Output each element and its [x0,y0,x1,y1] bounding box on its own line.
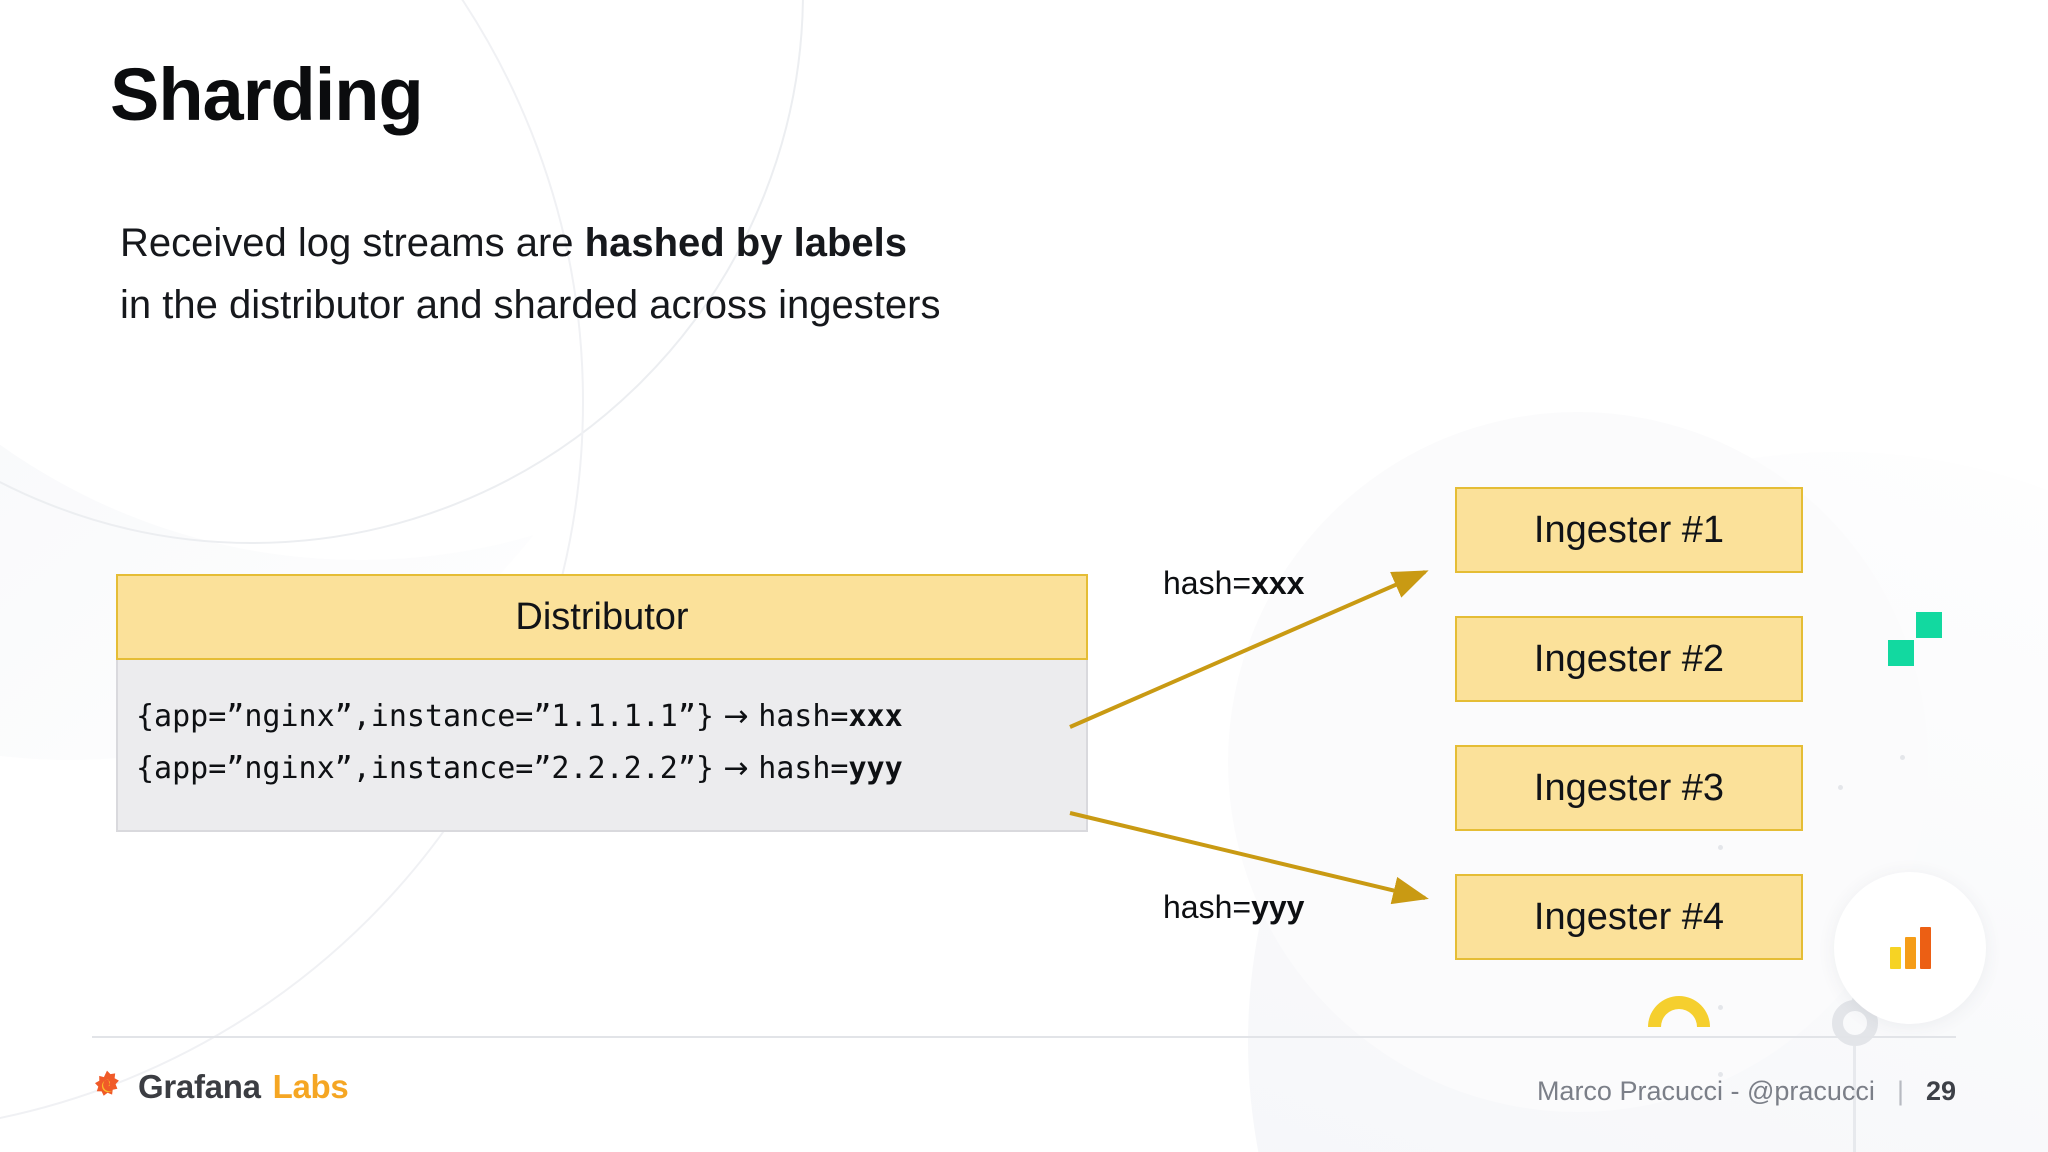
distributor-code-panel: {app=”nginx”,instance=”1.1.1.1”} → hash=… [116,660,1088,832]
arrow-label-hash-xxx: hash=xxx [1163,565,1304,602]
teal-square-upper [1916,612,1942,638]
arrow-label-prefix: hash= [1163,889,1252,925]
code-result-prefix: hash= [758,699,849,734]
arrow-label-value: yyy [1251,889,1305,925]
decoration-dot [1900,755,1905,760]
ingester-box-1: Ingester #1 [1455,487,1803,573]
footer-meta: Marco Pracucci - @pracucci | 29 [1537,1076,1956,1107]
ingester-box-2: Ingester #2 [1455,616,1803,702]
background-arc-inner [0,0,584,1134]
bar-chart-bar-2 [1904,937,1916,969]
decoration-yellow-arc [1648,996,1710,1027]
body-line-1-emphasis: hashed by labels [584,221,907,265]
bar-chart-bar-3 [1919,927,1931,969]
arrow-to-ingester-4 [1069,811,1429,905]
code-selector: {app=”nginx”,instance=”1.1.1.1”} [136,699,714,734]
ingester-box-4: Ingester #4 [1455,874,1803,960]
code-result-value: yyy [848,751,903,786]
decoration-gray-ring [1832,1000,1878,1046]
footer-page-number: 29 [1925,1076,1956,1106]
code-arrow-glyph: → [713,751,759,786]
code-line: {app=”nginx”,instance=”2.2.2.2”} → hash=… [136,744,1068,796]
code-line: {app=”nginx”,instance=”1.1.1.1”} → hash=… [136,692,1068,744]
body-line-1-prefix: Received log streams are [120,221,585,265]
code-arrow-glyph: → [713,699,759,734]
code-result-value: xxx [848,699,903,734]
arrow-label-hash-yyy: hash=yyy [1163,889,1304,926]
code-selector: {app=”nginx”,instance=”2.2.2.2”} [136,751,714,786]
grafana-labs-logo: Grafana Labs [88,1068,349,1106]
ingester-box-3: Ingester #3 [1455,745,1803,831]
decoration-dot [1718,1005,1723,1010]
footer-divider [92,1036,1956,1038]
bar-chart-badge [1834,872,1986,1024]
bar-chart-icon [1889,927,1931,969]
logo-text-labs: Labs [272,1068,349,1105]
arrow-label-value: xxx [1251,565,1305,601]
footer-author: Marco Pracucci - @pracucci [1536,1076,1875,1106]
page-title: Sharding [110,53,424,136]
grafana-logo-spiral [101,1079,113,1093]
grafana-logo-sunburst [95,1070,119,1096]
footer-separator: | [1896,1076,1904,1106]
decoration-ring-line [1853,1046,1856,1152]
decoration-teal-squares [1888,612,1962,668]
distributor-header: Distributor [116,574,1088,660]
distributor-block: Distributor {app=”nginx”,instance=”1.1.1… [116,574,1088,832]
code-result-prefix: hash= [758,751,849,786]
arrow-label-prefix: hash= [1163,565,1252,601]
bar-chart-bar-1 [1889,947,1901,969]
logo-text-grafana: Grafana [138,1068,261,1105]
grafana-logo-icon [95,1070,119,1096]
decoration-dot [1718,845,1723,850]
teal-square-lower [1888,640,1914,666]
body-line-2: in the distributor and sharded across in… [120,283,941,328]
slide-body-text: Received log streams are hashed by label… [120,212,940,337]
decoration-dot [1838,785,1843,790]
body-line-1: Received log streams are hashed by label… [120,212,940,274]
